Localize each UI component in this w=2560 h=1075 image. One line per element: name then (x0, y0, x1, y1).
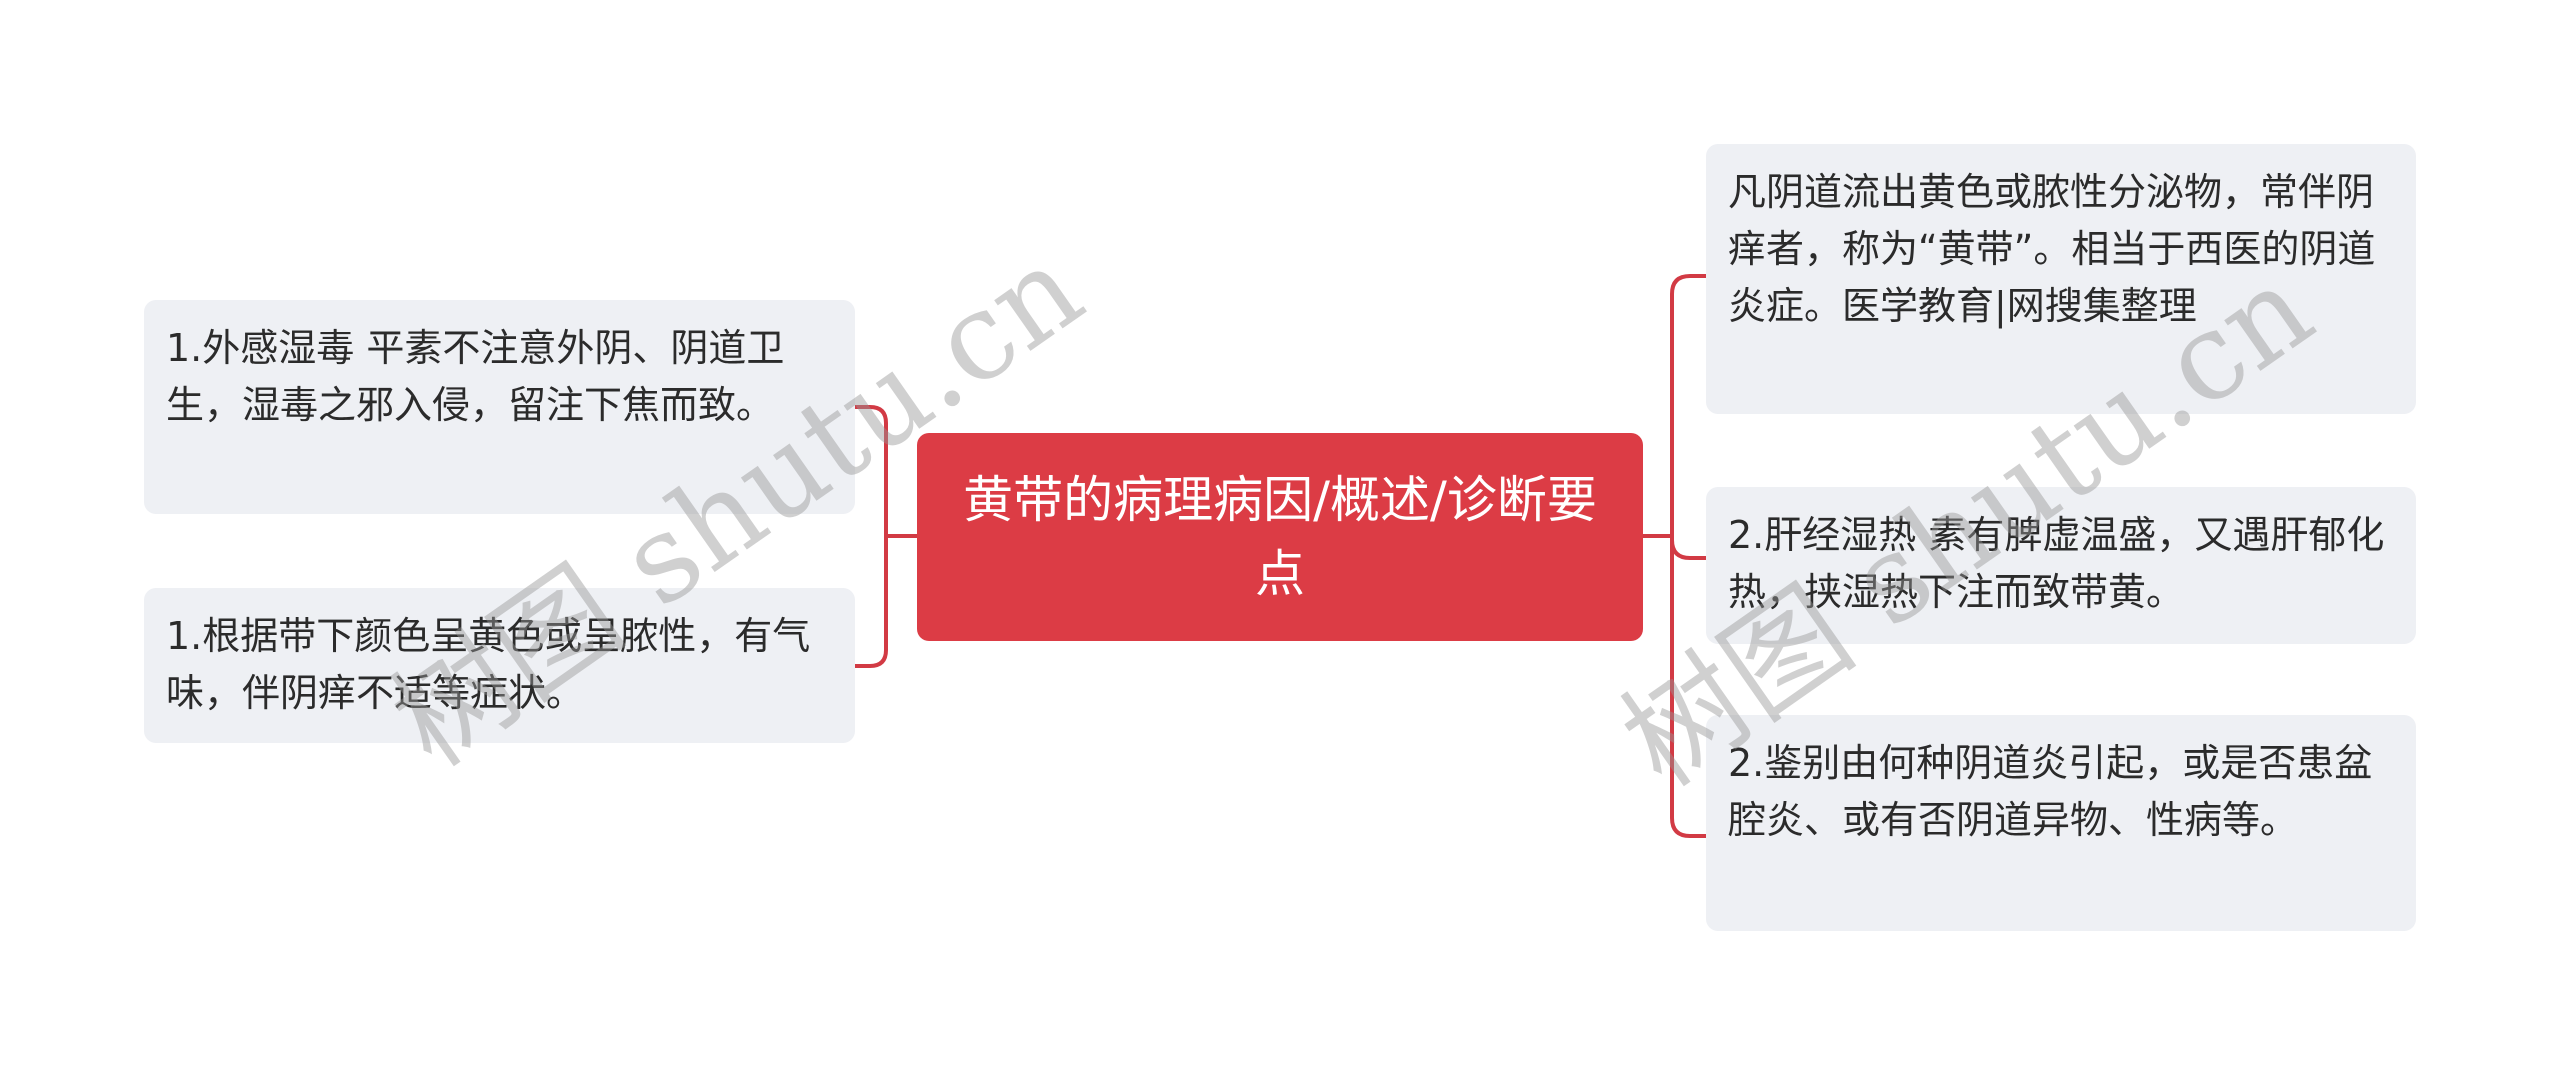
right-node-2[interactable]: 2.肝经湿热 素有脾虚温盛，又遇肝郁化热，挟湿热下注而致带黄。 (1706, 487, 2416, 644)
right-node-2-label: 2.肝经湿热 素有脾虚温盛，又遇肝郁化热，挟湿热下注而致带黄。 (1728, 513, 2385, 614)
right-node-1[interactable]: 凡阴道流出黄色或脓性分泌物，常伴阴痒者，称为“黄带”。相当于西医的阴道炎症。医学… (1706, 144, 2416, 414)
left-node-1[interactable]: 1.外感湿毒 平素不注意外阴、阴道卫生，湿毒之邪入侵，留注下焦而致。 (144, 300, 855, 514)
left-node-1-label: 1.外感湿毒 平素不注意外阴、阴道卫生，湿毒之邪入侵，留注下焦而致。 (166, 326, 785, 427)
right-node-3-label: 2.鉴别由何种阴道炎引起，或是否患盆腔炎、或有否阴道异物、性病等。 (1728, 741, 2373, 842)
root-label: 黄带的病理病因/概述/诊断要点 (963, 471, 1597, 603)
root-node[interactable]: 黄带的病理病因/概述/诊断要点 (917, 433, 1643, 641)
left-node-2-label: 1.根据带下颜色呈黄色或呈脓性，有气味，伴阴痒不适等症状。 (166, 614, 811, 715)
left-node-2[interactable]: 1.根据带下颜色呈黄色或呈脓性，有气味，伴阴痒不适等症状。 (144, 588, 855, 743)
right-node-3[interactable]: 2.鉴别由何种阴道炎引起，或是否患盆腔炎、或有否阴道异物、性病等。 (1706, 715, 2416, 931)
right-node-1-label: 凡阴道流出黄色或脓性分泌物，常伴阴痒者，称为“黄带”。相当于西医的阴道炎症。医学… (1728, 170, 2376, 328)
